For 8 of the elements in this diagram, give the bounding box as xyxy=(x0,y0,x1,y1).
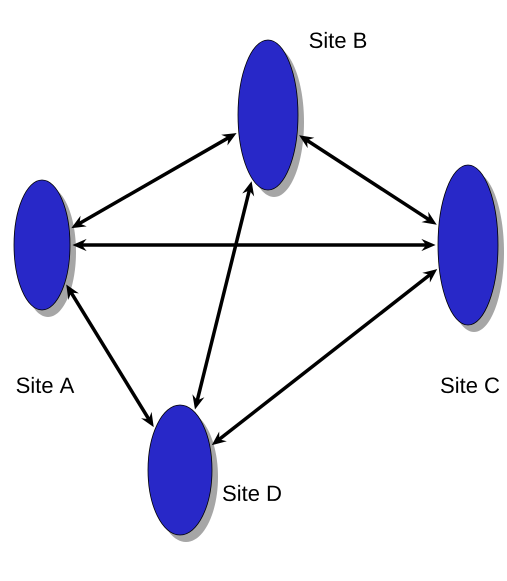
node-label: Site D xyxy=(223,484,281,502)
node-label: Site C xyxy=(441,376,500,394)
site-node: Site D xyxy=(148,404,281,542)
node-label: Site B xyxy=(310,32,366,48)
node-label: Site A xyxy=(16,376,74,394)
site-node: Site C xyxy=(438,164,504,394)
site-node: Site A xyxy=(14,180,76,394)
site-node: Site B xyxy=(238,32,366,197)
